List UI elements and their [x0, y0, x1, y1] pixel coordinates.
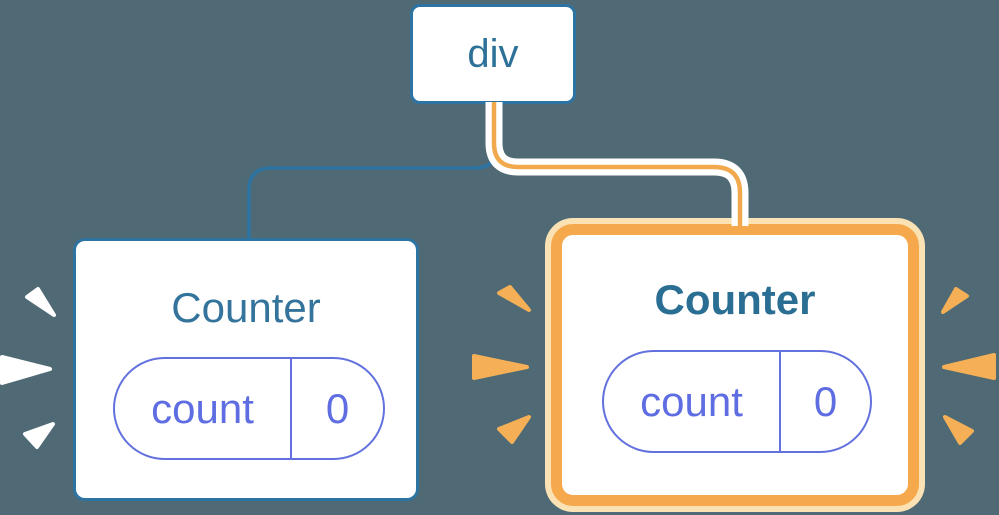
burst-ray: [0, 355, 52, 385]
state-pill: count 0: [602, 350, 872, 453]
state-key: count: [151, 384, 254, 432]
burst-ray: [25, 287, 56, 317]
counter-card-right-highlighted: Counter count 0: [551, 224, 919, 506]
state-value: 0: [779, 352, 870, 451]
state-key: count: [640, 377, 743, 425]
counter-title: Counter: [654, 276, 816, 323]
burst-ray: [497, 415, 531, 444]
burst-ray: [941, 287, 969, 314]
burst-ray: [943, 415, 974, 445]
counter-title: Counter: [171, 284, 321, 331]
burst-ray: [497, 285, 531, 312]
burst-ray: [23, 422, 55, 449]
burst-ray: [472, 354, 529, 380]
state-value: 0: [290, 359, 383, 458]
burst-left-white-icon: [0, 287, 56, 449]
counter-card-left: Counter count 0: [73, 238, 419, 501]
edge-div-to-right-counter: [491, 102, 743, 229]
edge-div-to-right-counter-casing: [485, 102, 749, 226]
root-node-div: div: [410, 4, 576, 104]
state-pill: count 0: [113, 357, 385, 460]
burst-right-card-left-icon: [472, 285, 531, 444]
burst-ray: [942, 353, 996, 380]
root-node-label: div: [467, 31, 519, 76]
burst-right-card-right-icon: [941, 287, 996, 445]
edge-div-to-left-counter: [247, 103, 499, 240]
